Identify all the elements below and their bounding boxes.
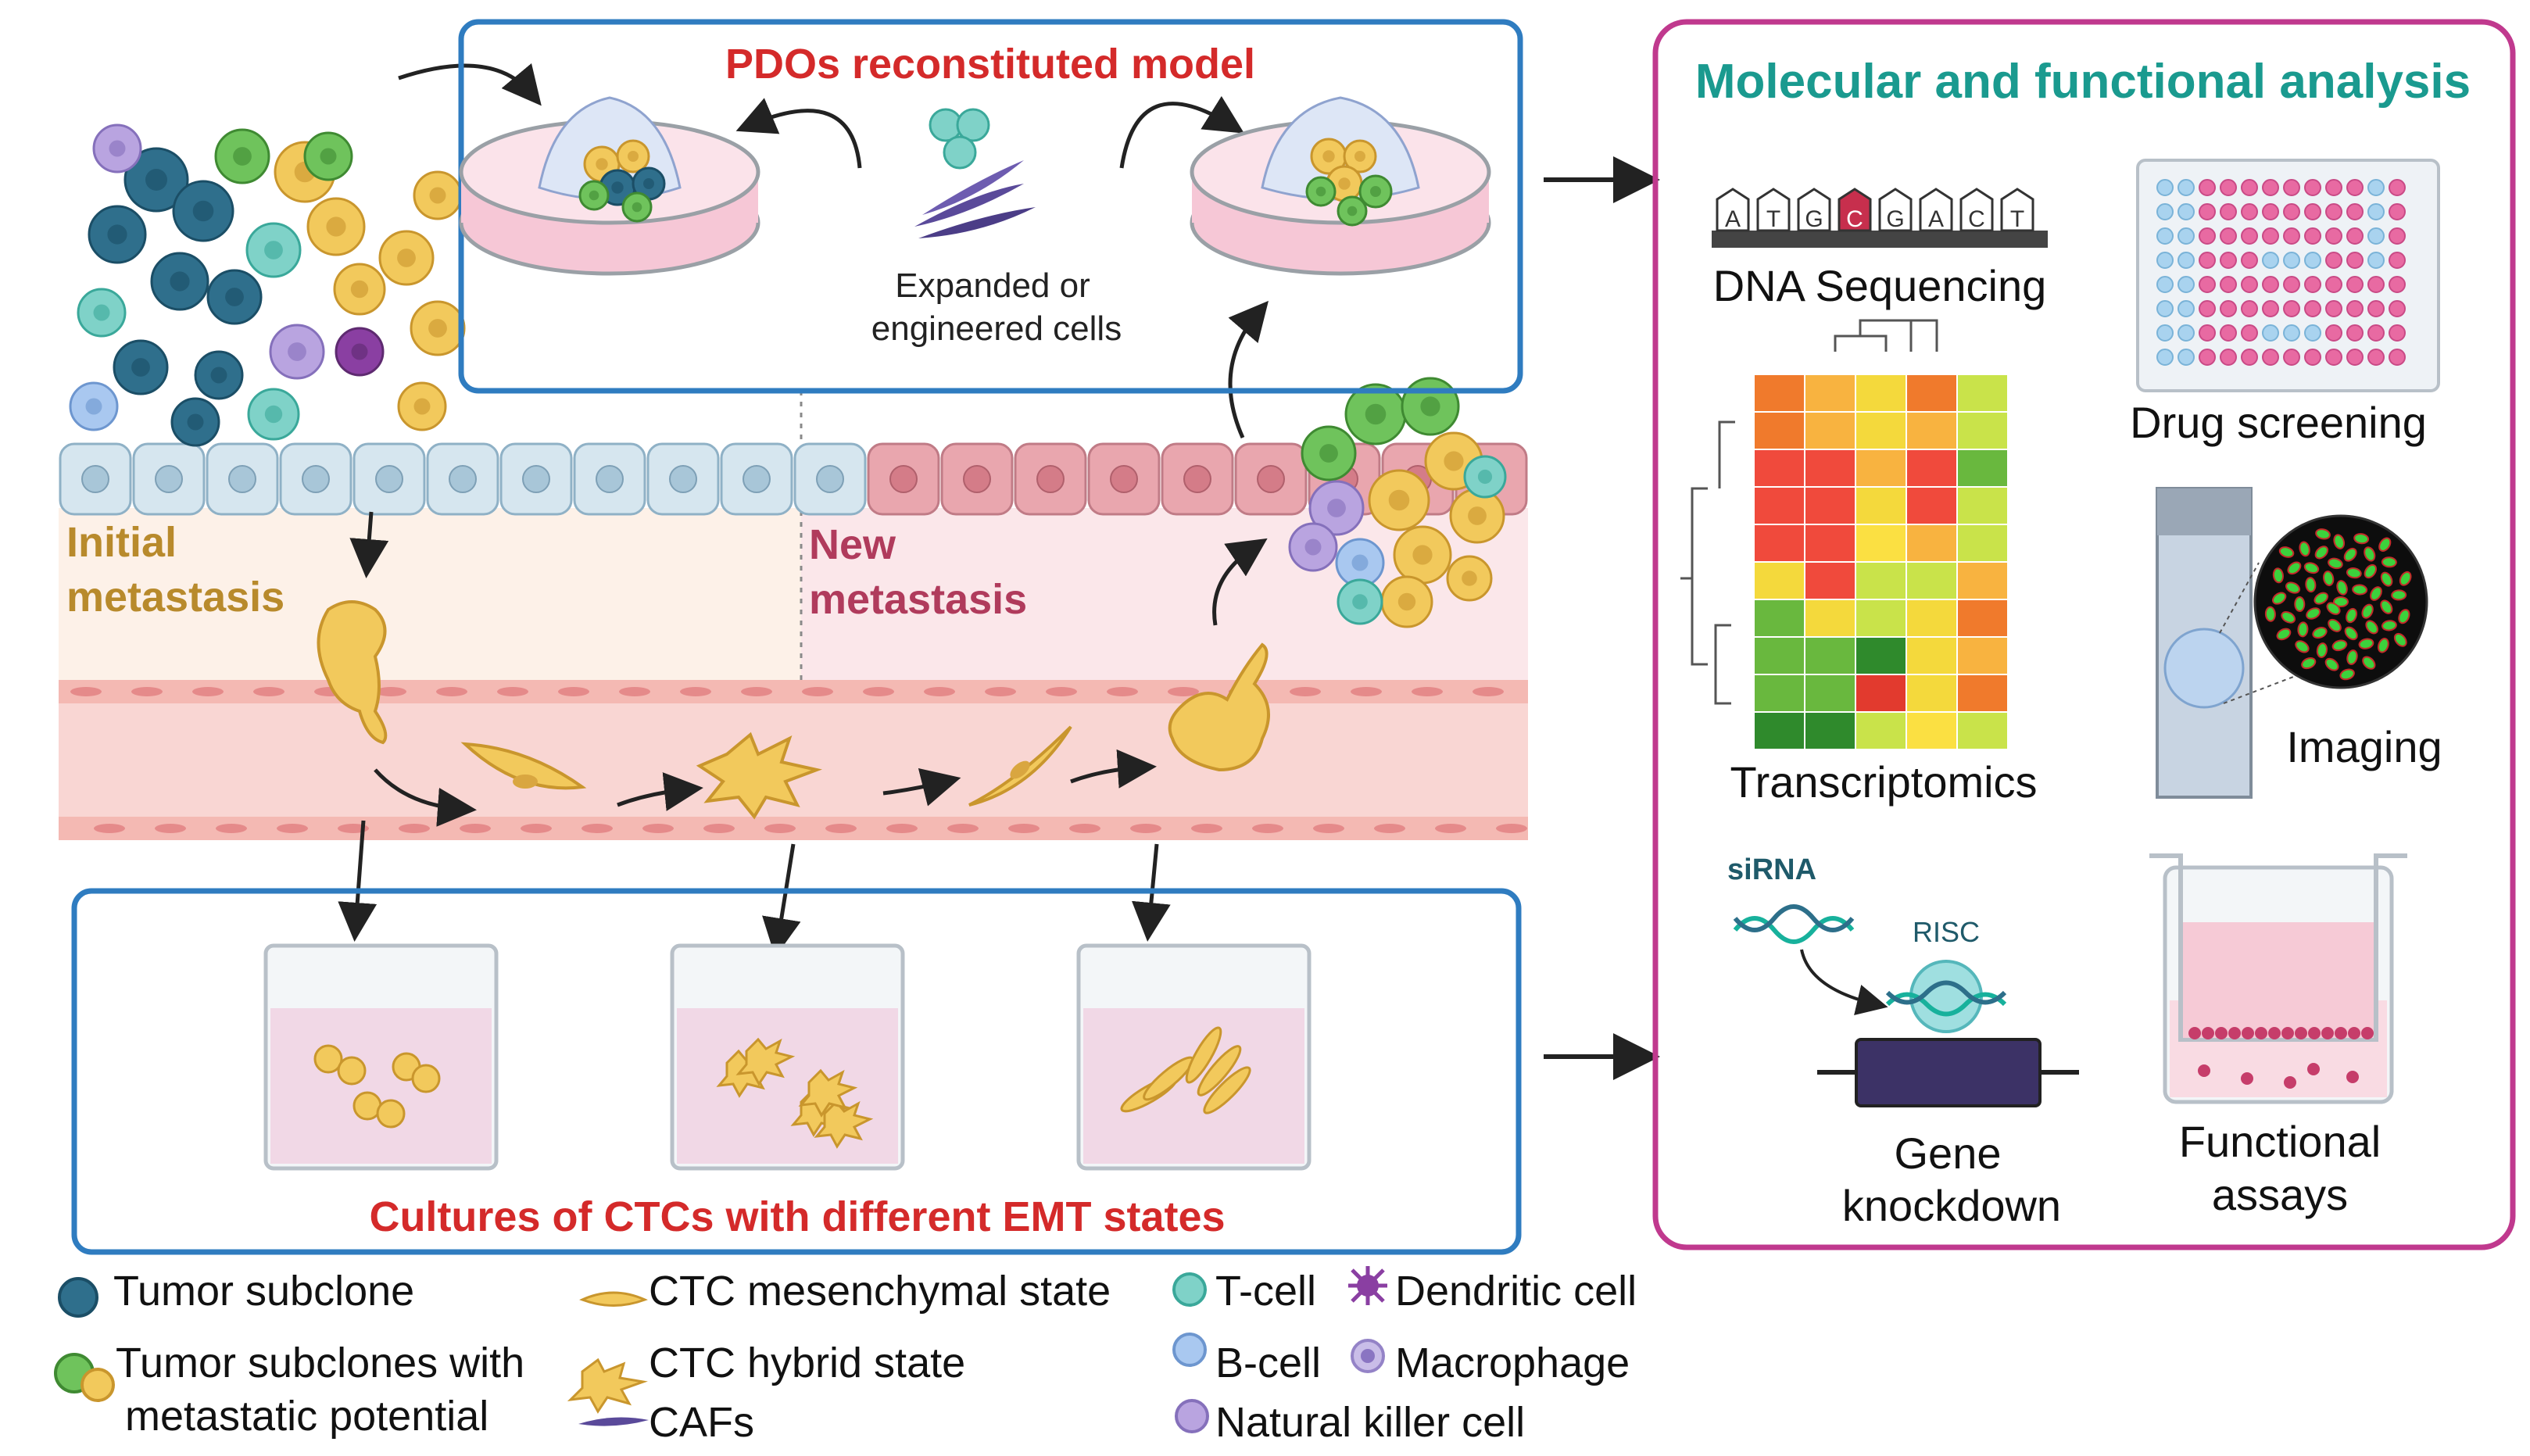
expanded-cells-icon bbox=[914, 108, 1036, 238]
dna-letter: A bbox=[1725, 206, 1741, 232]
risc-label: RISC bbox=[1913, 916, 1980, 948]
legend-macrophage: Macrophage bbox=[1395, 1340, 1630, 1386]
legend-t-cell: T-cell bbox=[1215, 1268, 1316, 1315]
initial-metastasis-label-1: Initial bbox=[66, 519, 177, 566]
flow-arrows bbox=[338, 63, 1660, 1080]
nk-cell-icon bbox=[1175, 1399, 1209, 1433]
b-cell-icon bbox=[1172, 1333, 1207, 1367]
ctc-hybrid-icon bbox=[567, 1358, 648, 1414]
legend-tumor-subclone: Tumor subclone bbox=[113, 1268, 414, 1315]
knockdown-label-1: Gene bbox=[1895, 1129, 2002, 1178]
ctc-mesenchymal-icon bbox=[579, 1291, 648, 1307]
legend-nk-cell: Natural killer cell bbox=[1215, 1399, 1525, 1446]
expanded-cells-label-2: engineered cells bbox=[871, 309, 1122, 348]
ctc-mesenchymal-cell-1 bbox=[460, 742, 587, 790]
pdo-organoid-right bbox=[1305, 138, 1393, 227]
dna-letter: G bbox=[1805, 206, 1823, 232]
knockdown-arrow bbox=[1800, 949, 1888, 1015]
legend: Tumor subclone Tumor subclones with meta… bbox=[54, 1266, 1637, 1446]
legend-ctc-hybrid: CTC hybrid state bbox=[649, 1340, 965, 1386]
t-cell-icon bbox=[1172, 1272, 1207, 1307]
dna-sequencing-label: DNA Sequencing bbox=[1713, 261, 2047, 310]
risc-complex-icon bbox=[1885, 960, 2007, 1033]
dna-letter: C bbox=[1968, 206, 1985, 232]
initial-metastasis-label-2: metastasis bbox=[66, 574, 284, 621]
ctc-mesenchymal-cell-2 bbox=[968, 725, 1072, 807]
primary-tumor-cluster bbox=[69, 123, 466, 447]
transcriptomics-label: Transcriptomics bbox=[1730, 757, 2037, 807]
dna-letter: G bbox=[1886, 206, 1904, 232]
ctc-cultures-box bbox=[71, 888, 1522, 1255]
transwell-insert-icon bbox=[2149, 853, 2407, 1104]
new-metastasis-cluster bbox=[1288, 377, 1507, 628]
ctc-hybrid-cell bbox=[696, 732, 823, 820]
heatmap-icon bbox=[1680, 319, 2007, 749]
tumor-subclone-icon bbox=[58, 1277, 98, 1318]
dna-letter: T bbox=[1766, 206, 1780, 232]
culture-well-1 bbox=[263, 943, 499, 1171]
dna-letter: A bbox=[1928, 206, 1944, 232]
knockdown-label-2: knockdown bbox=[1842, 1181, 2061, 1230]
ctc-epithelial-cell-2 bbox=[1168, 642, 1270, 772]
new-metastasis-label-2: metastasis bbox=[809, 576, 1027, 623]
blood-vessel bbox=[59, 680, 1528, 840]
caf-icon bbox=[578, 1417, 649, 1426]
culture-well-3 bbox=[1076, 943, 1312, 1171]
legend-cafs: CAFs bbox=[649, 1399, 754, 1446]
legend-tumor-metastatic-1: Tumor subclones with bbox=[116, 1340, 524, 1386]
pdo-organoid-left bbox=[578, 139, 666, 223]
dna-letter: C bbox=[1846, 206, 1863, 232]
drug-screening-label: Drug screening bbox=[2130, 398, 2427, 447]
pdo-title: PDOs reconstituted model bbox=[725, 41, 1255, 88]
sirna-label: siRNA bbox=[1727, 853, 1816, 886]
culture-well-2 bbox=[670, 943, 905, 1171]
functional-label-1: Functional bbox=[2179, 1117, 2381, 1166]
well-plate-icon bbox=[2136, 159, 2440, 392]
ctc-epithelial-cell-1 bbox=[317, 600, 388, 745]
dna-letter: T bbox=[2010, 206, 2024, 232]
gene-icon bbox=[1817, 1038, 2079, 1107]
macrophage-icon bbox=[1351, 1339, 1385, 1373]
sirna-strand-icon bbox=[1733, 904, 1855, 944]
expanded-cells-label-1: Expanded or bbox=[895, 267, 1090, 305]
functional-label-2: assays bbox=[2212, 1170, 2348, 1219]
tumor-metastatic-icon bbox=[54, 1353, 115, 1402]
microscope-slide-icon bbox=[2156, 487, 2428, 799]
new-metastasis-label-1: New bbox=[809, 521, 896, 568]
analysis-box bbox=[1652, 19, 2516, 1250]
legend-tumor-metastatic-2: metastatic potential bbox=[125, 1393, 488, 1440]
analysis-title: Molecular and functional analysis bbox=[1695, 55, 2471, 109]
imaging-label: Imaging bbox=[2286, 722, 2442, 771]
legend-dendritic: Dendritic cell bbox=[1395, 1268, 1637, 1315]
cultures-title: Cultures of CTCs with different EMT stat… bbox=[369, 1193, 1225, 1240]
legend-ctc-mesenchymal: CTC mesenchymal state bbox=[649, 1268, 1111, 1315]
legend-b-cell: B-cell bbox=[1215, 1340, 1321, 1386]
dendritic-cell-icon bbox=[1348, 1266, 1387, 1305]
